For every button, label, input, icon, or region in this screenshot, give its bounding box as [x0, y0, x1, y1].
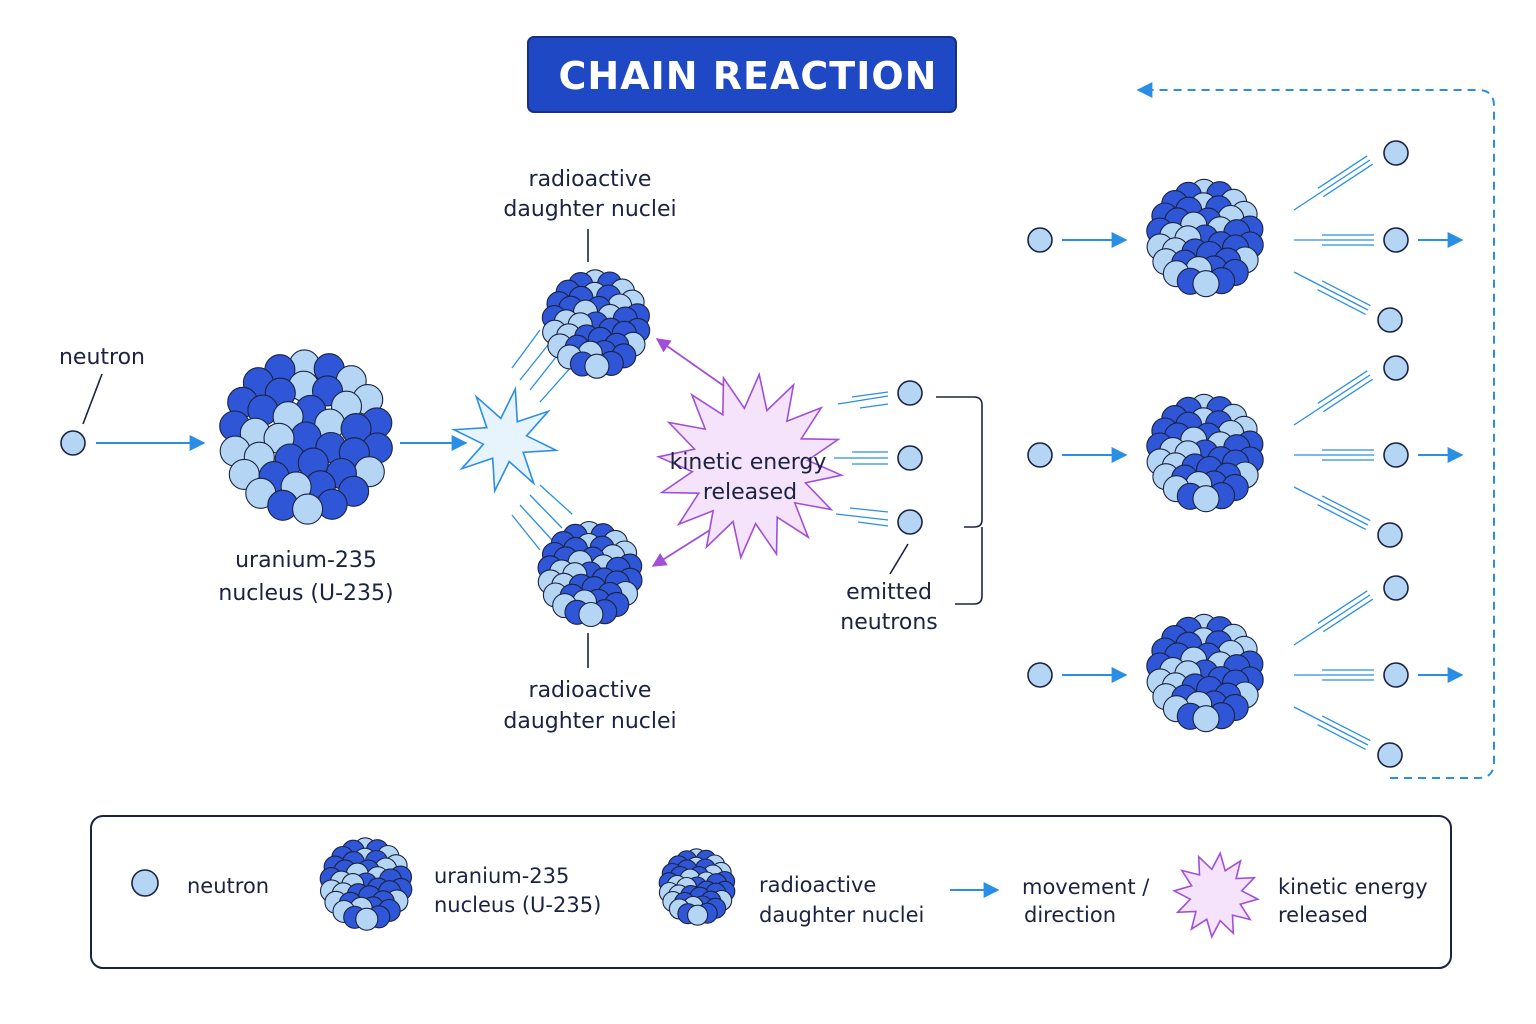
- daughter-bottom-label-line2: daughter nuclei: [503, 709, 676, 734]
- neutron-label: neutron: [59, 345, 145, 370]
- nucleon: [1192, 485, 1220, 513]
- uranium-label-line2: nucleus (U-235): [218, 581, 393, 606]
- neutron: [1377, 522, 1403, 548]
- initial-neutron-group: neutron: [59, 345, 206, 456]
- emitted-bracket: [936, 396, 983, 605]
- chain-row: [1027, 355, 1464, 548]
- chain-uranium-nucleus: [1146, 613, 1264, 733]
- nucleon: [687, 904, 709, 926]
- nucleon: [355, 907, 379, 931]
- kinetic-label-line2: released: [703, 480, 797, 505]
- emitted-label-line1: emitted: [846, 580, 932, 605]
- uranium-nucleus: [219, 349, 393, 525]
- nucleon: [578, 601, 604, 628]
- chain-row: [1027, 575, 1464, 768]
- legend-daughter-icon: [658, 848, 736, 926]
- neutron: [1027, 227, 1053, 253]
- fission-motion-lines: [511, 329, 573, 551]
- emitted-neutrons-group: emitted neutrons: [834, 380, 983, 635]
- neutron: [1383, 662, 1409, 688]
- kinetic-label-line1: kinetic energy: [670, 450, 827, 475]
- legend-movement-label-line1: movement /: [1022, 875, 1150, 899]
- neutron-leader-line: [82, 373, 103, 425]
- legend-neutron-label: neutron: [187, 874, 269, 898]
- neutron: [1383, 575, 1409, 601]
- initial-neutron: [60, 430, 86, 456]
- daughter-nucleus-bottom: [537, 520, 643, 628]
- neutron: [1383, 140, 1409, 166]
- legend-daughter-label-line1: radioactive: [759, 873, 876, 897]
- daughter-top-label-line2: daughter nuclei: [503, 197, 676, 222]
- legend-uranium-label-line1: uranium-235: [434, 864, 569, 888]
- emitted-neutron: [897, 380, 923, 406]
- nucleon: [1192, 270, 1220, 298]
- legend-energy-icon: [1172, 851, 1260, 939]
- neutron: [1383, 442, 1409, 468]
- energy-arrow-top: [655, 338, 725, 387]
- legend-uranium-icon: [319, 837, 413, 931]
- page-title: CHAIN REACTION: [559, 54, 938, 98]
- legend: neutron uranium-235 nucleus (U-235) radi…: [90, 815, 1452, 969]
- fission-flash: [450, 385, 560, 495]
- energy-arrow-bottom: [651, 529, 711, 567]
- emitted-label-line2: neutrons: [840, 610, 937, 635]
- legend-kinetic-label-line1: kinetic energy: [1278, 875, 1428, 899]
- daughter-top-label-line1: radioactive: [529, 167, 652, 192]
- neutron: [1383, 355, 1409, 381]
- legend-uranium-label-line2: nucleus (U-235): [434, 893, 601, 917]
- daughter-bottom-label-line1: radioactive: [529, 678, 652, 703]
- feedback-loop-arrow: [1136, 82, 1495, 779]
- neutron: [1377, 742, 1403, 768]
- uranium-label-line1: uranium-235: [235, 548, 377, 573]
- neutron: [1383, 227, 1409, 253]
- legend-box: [90, 815, 1452, 969]
- nucleon: [292, 493, 324, 525]
- legend-kinetic-label-line2: released: [1278, 903, 1368, 927]
- title-banner: CHAIN REACTION: [527, 36, 957, 113]
- neutron: [1377, 307, 1403, 333]
- daughter-nucleus-top: [541, 269, 651, 379]
- chain-uranium-nucleus: [1146, 178, 1264, 298]
- legend-neutron-icon: [131, 869, 159, 897]
- neutron: [1027, 662, 1053, 688]
- chain-stage: [1027, 140, 1464, 768]
- emitted-leader: [889, 543, 909, 575]
- legend-movement-label-line2: direction: [1024, 903, 1116, 927]
- chain-uranium-nucleus: [1146, 393, 1264, 513]
- emitted-neutron: [897, 509, 923, 535]
- nucleon: [1192, 705, 1220, 733]
- chain-row: [1027, 140, 1464, 333]
- kinetic-energy-burst: [655, 371, 845, 561]
- neutron: [1027, 442, 1053, 468]
- emitted-neutron: [897, 445, 923, 471]
- legend-daughter-label-line2: daughter nuclei: [759, 903, 924, 927]
- nucleon: [584, 353, 610, 379]
